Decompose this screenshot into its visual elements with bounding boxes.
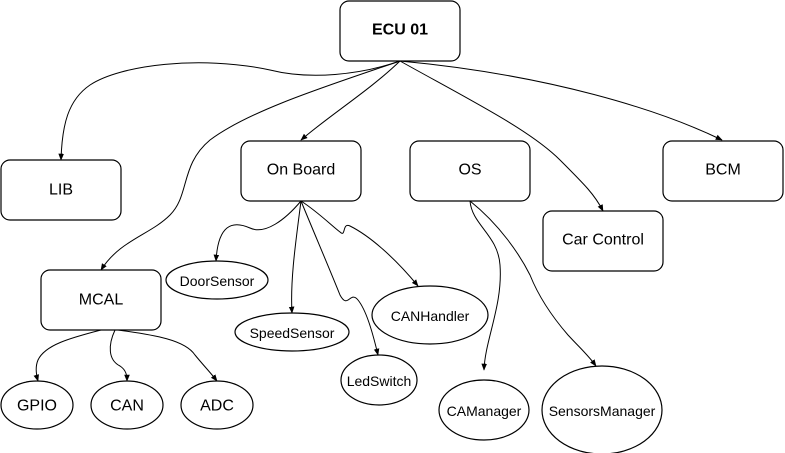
node-sensorsmanager: SensorsManager	[541, 365, 663, 453]
node-gpio-label: GPIO	[17, 398, 57, 415]
edge-ecu01-bcm	[399, 60, 723, 141]
node-lib: LIB	[0, 159, 122, 221]
node-os-box	[409, 140, 531, 202]
edge-os-sensorsmanager	[469, 200, 597, 367]
node-mcal: MCAL	[40, 269, 162, 331]
node-os-label: OS	[458, 162, 481, 179]
node-doorsensor: DoorSensor	[165, 260, 269, 300]
edge-onboard-canhandler	[300, 200, 419, 287]
node-lib-box	[0, 159, 122, 221]
edge-os-camanager	[469, 200, 501, 371]
edge-onboard-speedsensor	[288, 200, 302, 314]
node-carcontrol: Car Control	[542, 210, 664, 272]
node-ledswitch-label: LedSwitch	[347, 373, 412, 389]
node-camanager: CAManager	[438, 379, 530, 441]
node-doorsensor-label: DoorSensor	[180, 273, 255, 289]
node-bcm-box	[662, 140, 784, 202]
node-ledswitch: LedSwitch	[340, 354, 418, 406]
edge-ecu01-mcal	[100, 60, 401, 271]
node-mcal-label: MCAL	[79, 292, 124, 309]
node-speedsensor-label: SpeedSensor	[250, 325, 335, 341]
edge-onboard-doorsensor	[213, 200, 302, 262]
node-os: OS	[409, 140, 531, 202]
edge-ecu01-lib	[58, 60, 401, 161]
node-bcm-label: BCM	[705, 162, 741, 179]
node-doorsensor-ellipse	[165, 260, 269, 300]
node-can: CAN	[90, 380, 164, 430]
node-adc-label: ADC	[200, 398, 234, 415]
node-carcontrol-label: Car Control	[562, 232, 644, 249]
edge-ecu01-onboard	[300, 60, 401, 141]
node-ecu01: ECU 01	[339, 0, 461, 62]
node-onboard-box	[240, 140, 362, 202]
edges	[33, 60, 723, 382]
node-canhandler-ellipse	[371, 285, 489, 345]
node-adc: ADC	[180, 380, 254, 430]
node-lib-label: LIB	[49, 182, 73, 199]
edge-onboard-ledswitch	[300, 200, 380, 356]
node-ecu01-box	[339, 0, 461, 62]
node-onboard-label: On Board	[267, 162, 335, 179]
node-bcm: BCM	[662, 140, 784, 202]
node-ecu01-label: ECU 01	[372, 22, 428, 39]
node-canhandler-label: CANHandler	[391, 308, 470, 324]
node-gpio: GPIO	[0, 380, 74, 430]
node-mcal-box	[40, 269, 162, 331]
node-speedsensor-ellipse	[234, 312, 350, 352]
node-camanager-label: CAManager	[447, 403, 522, 419]
node-adc-ellipse	[180, 380, 254, 430]
node-gpio-ellipse	[0, 380, 74, 430]
node-sensorsmanager-ellipse	[541, 365, 663, 453]
node-camanager-ellipse	[438, 379, 530, 441]
node-sensorsmanager-label: SensorsManager	[549, 403, 656, 419]
edge-mcal-gpio	[33, 329, 102, 382]
node-onboard: On Board	[240, 140, 362, 202]
edge-mcal-adc	[117, 329, 218, 382]
node-can-label: CAN	[110, 398, 144, 415]
node-canhandler: CANHandler	[371, 285, 489, 345]
node-speedsensor: SpeedSensor	[234, 312, 350, 352]
node-carcontrol-box	[542, 210, 664, 272]
edge-ecu01-carcontrol	[399, 60, 604, 212]
node-can-ellipse	[90, 380, 164, 430]
node-ledswitch-ellipse	[340, 354, 418, 406]
edge-mcal-can	[109, 329, 130, 382]
